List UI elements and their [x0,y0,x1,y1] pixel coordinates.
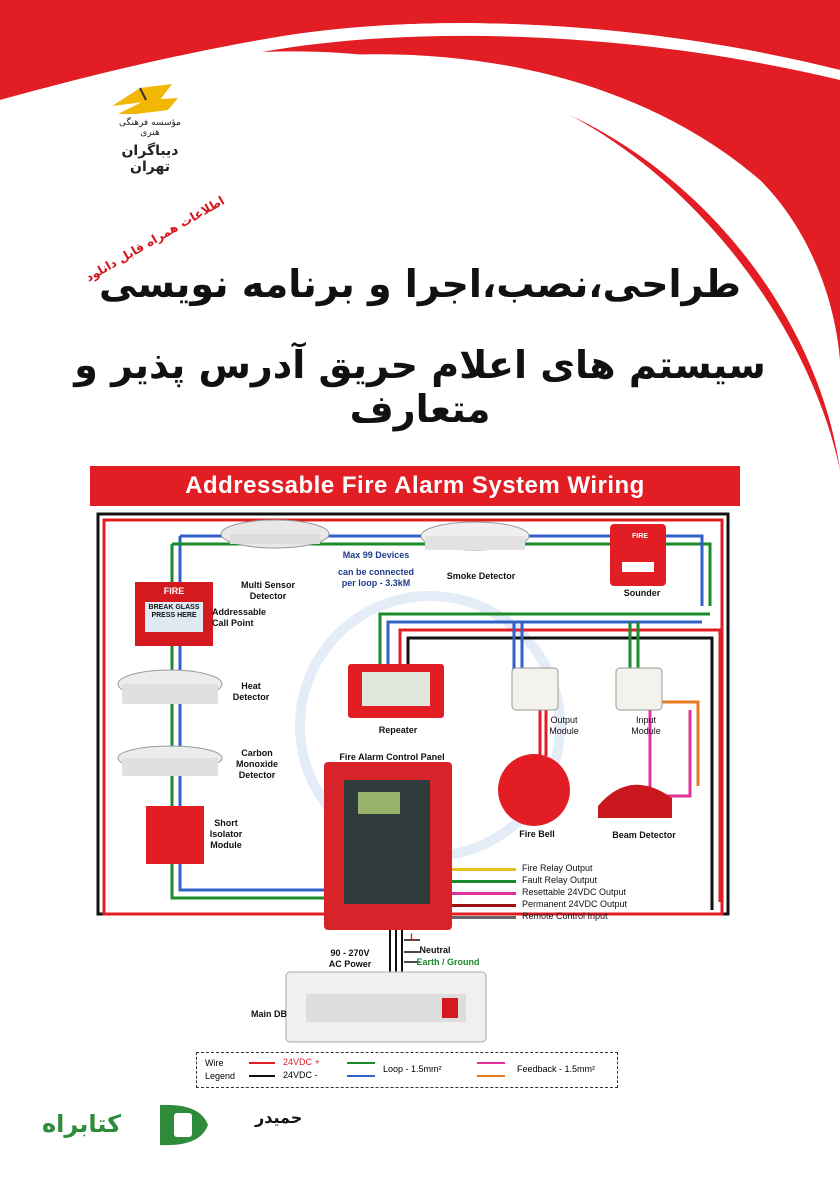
neutral-label: Neutral [419,945,451,955]
main-db-label: Main DB [251,1009,287,1019]
beam-detector-label: Beam Detector [612,830,676,840]
max-devices-line-1: Max 99 Devices [342,550,410,560]
sounder-fire-text: FIRE [632,533,648,540]
call-point-label: Addressable Call Point [212,607,267,628]
fire-relay-line [452,868,516,871]
input-module-label: Input Module [631,715,661,736]
legend-minus-label: 24VDC - [283,1070,318,1080]
legend-loop-label: Loop - 1.5mm² [383,1064,442,1074]
ketabrah-logo-text: کتابراه [42,1110,122,1138]
sounder-label: Sounder [623,588,661,598]
legend-feedback-label: Feedback - 1.5mm² [517,1064,596,1074]
fire-relay-label: Fire Relay Output [522,863,593,873]
legend-feedback-pink [477,1062,505,1064]
output-module-label: Output Module [549,715,579,736]
book-title-line-1: طراحی،نصب،اجرا و برنامه نویسی [99,262,741,306]
resettable-label: Resettable 24VDC Output [522,887,627,897]
cover-swoosh [0,0,840,470]
ketabrah-logo-icon [160,1104,208,1146]
legend-loop-blue [347,1075,375,1077]
permanent-label: Permanent 24VDC Output [522,899,628,909]
fault-relay-line [452,880,516,883]
publisher-city: دیباگران تهران [121,143,179,175]
wiring-diagram [96,512,730,1043]
legend-feedback-orange [477,1075,505,1077]
repeater-label: Repeater [378,725,418,735]
max-devices-line-3: per loop - 3.3kM [341,578,411,588]
break-glass-text: BREAK GLASS PRESS HERE [148,604,200,619]
diagram-banner: Addressable Fire Alarm System Wiring [90,466,740,506]
live-line-label: L [410,932,416,942]
permanent-line [452,904,516,907]
ac-power-label: 90 - 270V AC Power [328,948,372,969]
earth-label: Earth / Ground [416,957,480,967]
legend-loop-green [347,1062,375,1064]
control-panel-label: Fire Alarm Control Panel [339,752,445,762]
legend-plus-label: 24VDC + [283,1057,320,1067]
legend-wire-word: Wire [205,1058,224,1068]
fault-relay-label: Fault Relay Output [522,875,598,885]
call-point-fire-text: FIRE [163,586,185,596]
multi-sensor-label: Multi Sensor Detector [240,580,295,601]
legend-plus-line [249,1062,275,1064]
diagram-title: Addressable Fire Alarm System Wiring [185,472,645,499]
heat-detector-label: Heat Detector [232,681,270,702]
publisher-logo-icon [112,84,178,114]
legend-minus-line [249,1075,275,1077]
carbon-monoxide-label: Carbon Monoxide Detector [236,748,278,780]
author-name: حمیدر [255,1108,303,1127]
isolator-module-label: Short Isolator Module [209,818,243,850]
smoke-detector-label: Smoke Detector [446,571,516,581]
legend-legend-word: Legend [205,1071,236,1081]
book-title-line-2: سیستم های اعلام حریق آدرس پذیر و متعارف [74,343,766,431]
wire-legend: Wire Legend 24VDC + 24VDC - Loop - 1.5mm… [196,1052,618,1088]
remote-control-label: Remote Control Input [522,911,608,921]
remote-control-line [452,916,516,919]
max-devices-line-2: can be connected [337,567,415,577]
resettable-line [452,892,516,895]
fire-bell-label: Fire Bell [519,829,555,839]
publisher-name: مؤسسه فرهنگی هنری [119,118,181,138]
